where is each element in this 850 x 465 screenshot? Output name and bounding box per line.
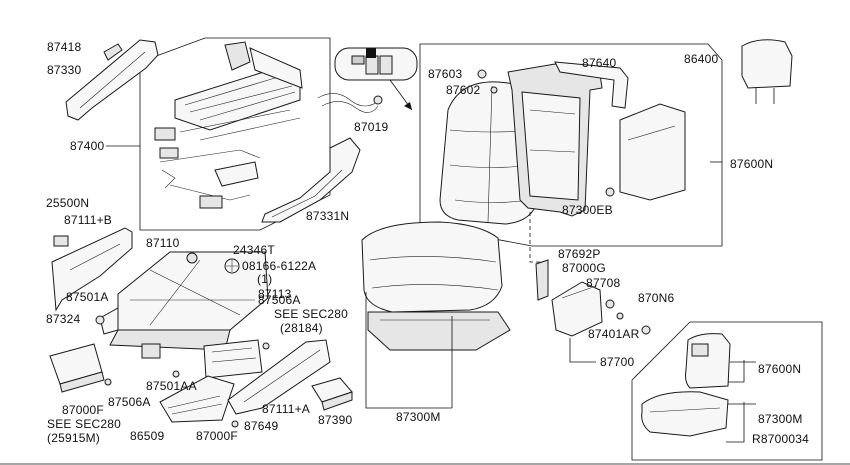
label-87603: 87603 <box>428 67 463 81</box>
inset-seat-cushion <box>641 391 729 437</box>
control-unit-28184 <box>203 339 270 379</box>
label-87111b: 87111+B <box>64 213 112 227</box>
dashed-leader-87692p <box>529 212 545 263</box>
inset-group-outline <box>631 321 823 461</box>
seat-back-frame-87640 <box>507 61 629 217</box>
tray-87390 <box>311 377 353 411</box>
bracket-87418 <box>103 43 123 61</box>
wire-harness-87019 <box>317 47 418 113</box>
seat-adjuster-mechanism-87400 <box>154 41 303 209</box>
label-87649: 87649 <box>244 419 279 433</box>
label-87692p: 87692P <box>558 247 601 261</box>
label-87300m-inset: 87300M <box>758 412 803 426</box>
label-87330: 87330 <box>47 63 82 77</box>
label-87111a: 87111+A <box>262 402 310 416</box>
label-87300m-main: 87300M <box>396 410 441 424</box>
label-86509: 86509 <box>130 429 165 443</box>
leader-87600n-inset <box>728 360 756 383</box>
label-87501a: 87501A <box>66 290 109 304</box>
label-25915m: (25915M) <box>47 431 100 445</box>
label-08166: 08166-6122A <box>242 259 317 273</box>
armrest-87700 <box>535 259 651 337</box>
clip-87649 <box>231 420 239 428</box>
label-87418: 87418 <box>47 40 82 54</box>
module-25915m <box>49 343 112 393</box>
label-87600n-main: 87600N <box>730 157 774 171</box>
label-28184: (28184) <box>280 321 323 335</box>
clip-25500n <box>53 235 69 247</box>
label-87000f-b: 87000F <box>196 429 238 443</box>
label-87708: 87708 <box>586 276 621 290</box>
label-87640: 87640 <box>582 56 617 70</box>
seat-back-board <box>619 103 686 201</box>
label-87019: 87019 <box>354 120 389 134</box>
adjuster-group-outline <box>139 37 331 231</box>
label-08166-qty: (1) <box>257 272 273 286</box>
label-86400: 86400 <box>684 52 719 66</box>
bolt-24346t <box>186 252 198 264</box>
seat-cushion-87300m <box>361 221 511 351</box>
label-87000g: 87000G <box>562 261 606 275</box>
label-87000f-a: 87000F <box>62 403 104 417</box>
leader-87700 <box>569 338 596 363</box>
label-see-sec280-a: SEE SEC280 <box>274 307 349 321</box>
bolt-87501aa <box>172 370 180 378</box>
leader-87300m <box>365 292 453 409</box>
label-87401ar: 87401AR <box>588 327 640 341</box>
label-870n6: 870N6 <box>638 291 675 305</box>
label-87400: 87400 <box>70 139 105 153</box>
label-87390: 87390 <box>318 413 353 427</box>
label-87324: 87324 <box>46 312 81 326</box>
clip-87300eb <box>605 187 615 197</box>
label-87700: 87700 <box>600 355 635 369</box>
label-87113: 87113 <box>258 287 292 301</box>
label-87501aa: 87501AA <box>146 379 197 393</box>
inset-seat-back <box>685 333 731 389</box>
label-87506a-mid: 87506A <box>258 293 301 307</box>
label-87110: 87110 <box>146 236 180 250</box>
label-87331n: 87331N <box>306 209 350 223</box>
clip-87603 <box>477 69 487 79</box>
label-87506a-low: 87506A <box>108 395 151 409</box>
clip-87602 <box>490 86 498 94</box>
label-25500n: 25500N <box>46 196 90 210</box>
label-see-sec280-b: SEE SEC280 <box>47 417 122 431</box>
grommet-87324 <box>95 315 105 325</box>
diagram-code: R8700034 <box>752 432 809 446</box>
mat-86509 <box>159 375 235 423</box>
headrest-86400 <box>741 39 793 104</box>
leader-87300m-inset <box>726 402 756 443</box>
label-87600n-inset: 87600N <box>758 362 802 376</box>
arrow-head <box>404 102 412 110</box>
seat-cover-87111b <box>51 227 133 312</box>
label-87300eb: 87300EB <box>562 203 613 217</box>
label-87602: 87602 <box>446 83 481 97</box>
side-finisher-87331n <box>261 137 361 223</box>
label-24346t: 24346T <box>233 243 275 257</box>
